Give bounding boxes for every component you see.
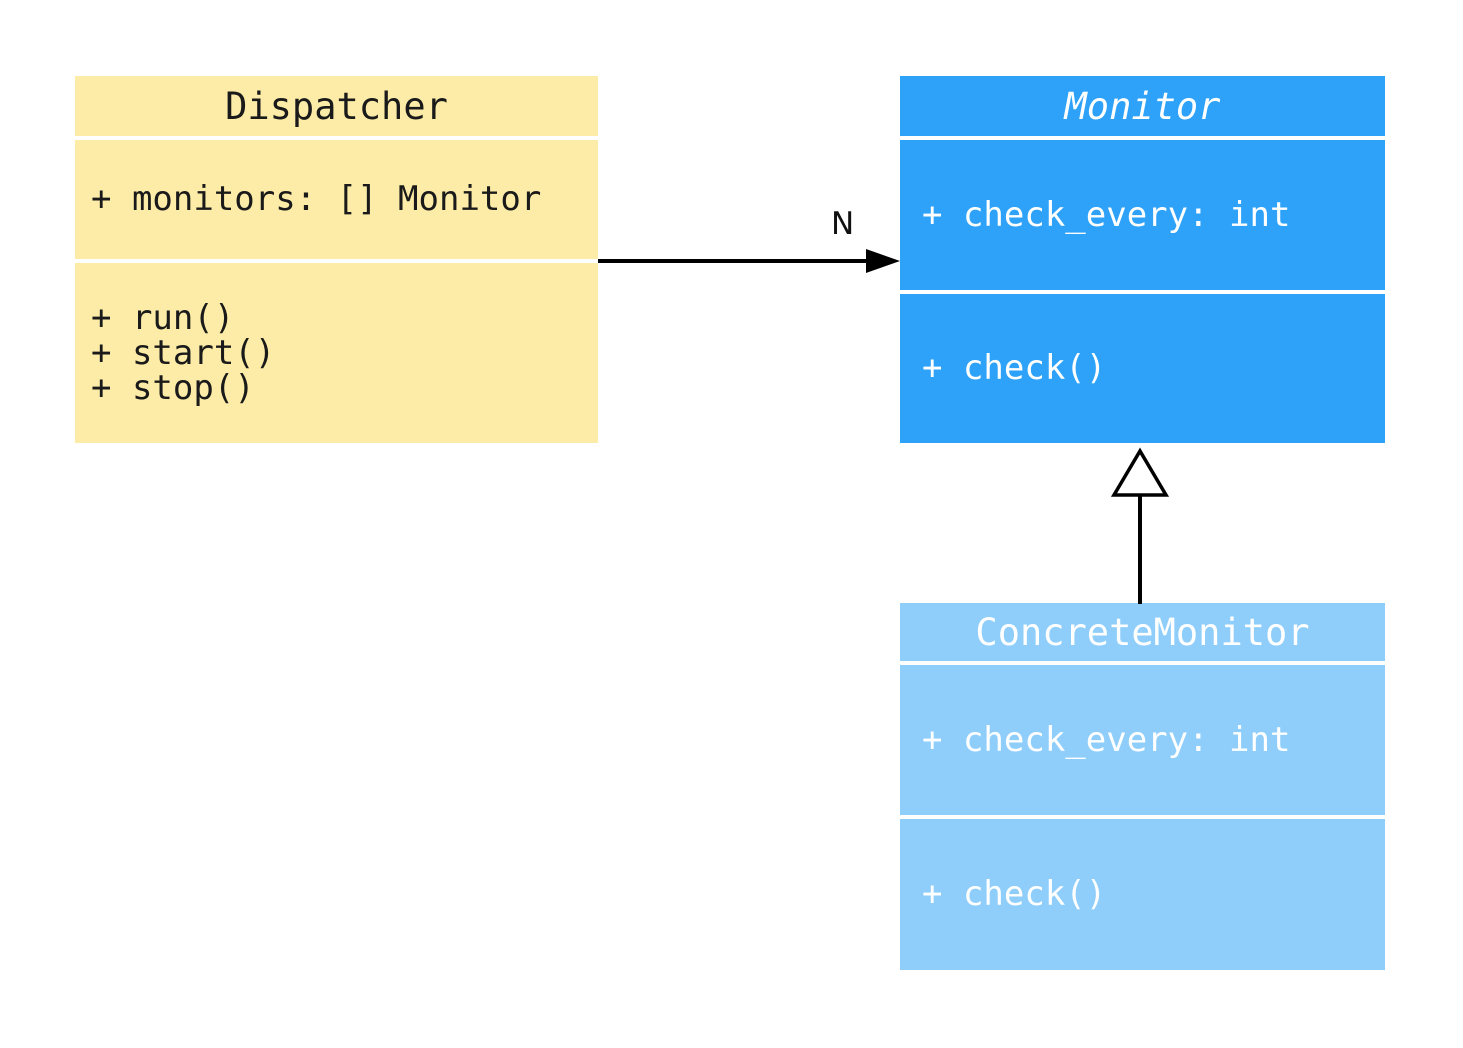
- inheritance-arrow: [1110, 447, 1170, 604]
- class-name-monitor: Monitor: [1064, 84, 1221, 128]
- multiplicity-label: N: [831, 206, 855, 242]
- class-box-monitor: Monitor + check_every: int + check(): [900, 76, 1385, 443]
- attributes-section-dispatcher: + monitors: [] Monitor: [75, 140, 598, 259]
- arrowhead-solid: [866, 249, 900, 273]
- class-header-concrete-monitor: ConcreteMonitor: [900, 603, 1385, 661]
- class-name-concrete-monitor: ConcreteMonitor: [975, 610, 1310, 654]
- method-line: + stop(): [91, 367, 255, 408]
- methods-section-monitor: + check(): [900, 294, 1385, 443]
- methods-section-dispatcher: + run() + start() + stop(): [75, 263, 598, 443]
- method-line: + check(): [922, 874, 1107, 914]
- class-box-concrete-monitor: ConcreteMonitor + check_every: int + che…: [900, 603, 1385, 970]
- method-line: + run(): [91, 297, 235, 338]
- attributes-section-concrete-monitor: + check_every: int: [900, 665, 1385, 815]
- class-header-dispatcher: Dispatcher: [75, 76, 598, 136]
- association-arrow: [598, 249, 900, 273]
- class-name-dispatcher: Dispatcher: [225, 84, 448, 128]
- method-line: + start(): [91, 332, 276, 373]
- attribute-line: + check_every: int: [922, 194, 1291, 235]
- method-line: + check(): [922, 348, 1107, 388]
- methods-section-concrete-monitor: + check(): [900, 819, 1385, 970]
- arrowhead-hollow-triangle: [1110, 447, 1170, 497]
- attribute-line: + monitors: [] Monitor: [91, 179, 542, 219]
- attribute-line: + check_every: int: [922, 719, 1291, 760]
- attributes-section-monitor: + check_every: int: [900, 140, 1385, 290]
- class-box-dispatcher: Dispatcher + monitors: [] Monitor + run(…: [75, 76, 598, 443]
- class-header-monitor: Monitor: [900, 76, 1385, 136]
